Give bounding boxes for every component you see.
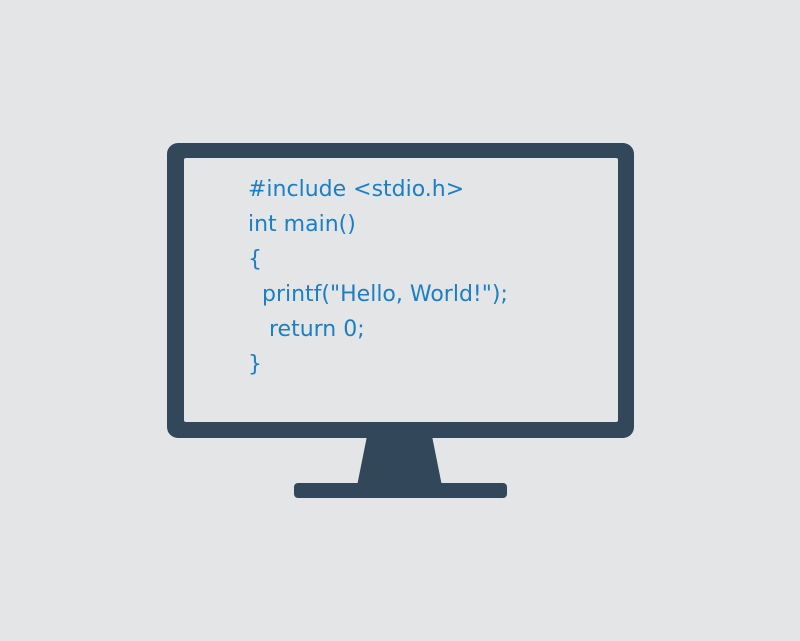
code-line-include: #include <stdio.h> [248,177,465,202]
code-line-printf: printf("Hello, World!"); [248,282,508,307]
monitor-stand-neck [357,436,442,486]
code-line-main: int main() [248,212,356,237]
code-line-close-brace: } [248,352,262,377]
code-block: #include <stdio.h> int main() { printf("… [248,172,608,412]
monitor-stand-base [294,483,507,498]
code-line-open-brace: { [248,247,262,272]
monitor-screen [184,158,618,422]
code-line-return: return 0; [248,317,365,342]
